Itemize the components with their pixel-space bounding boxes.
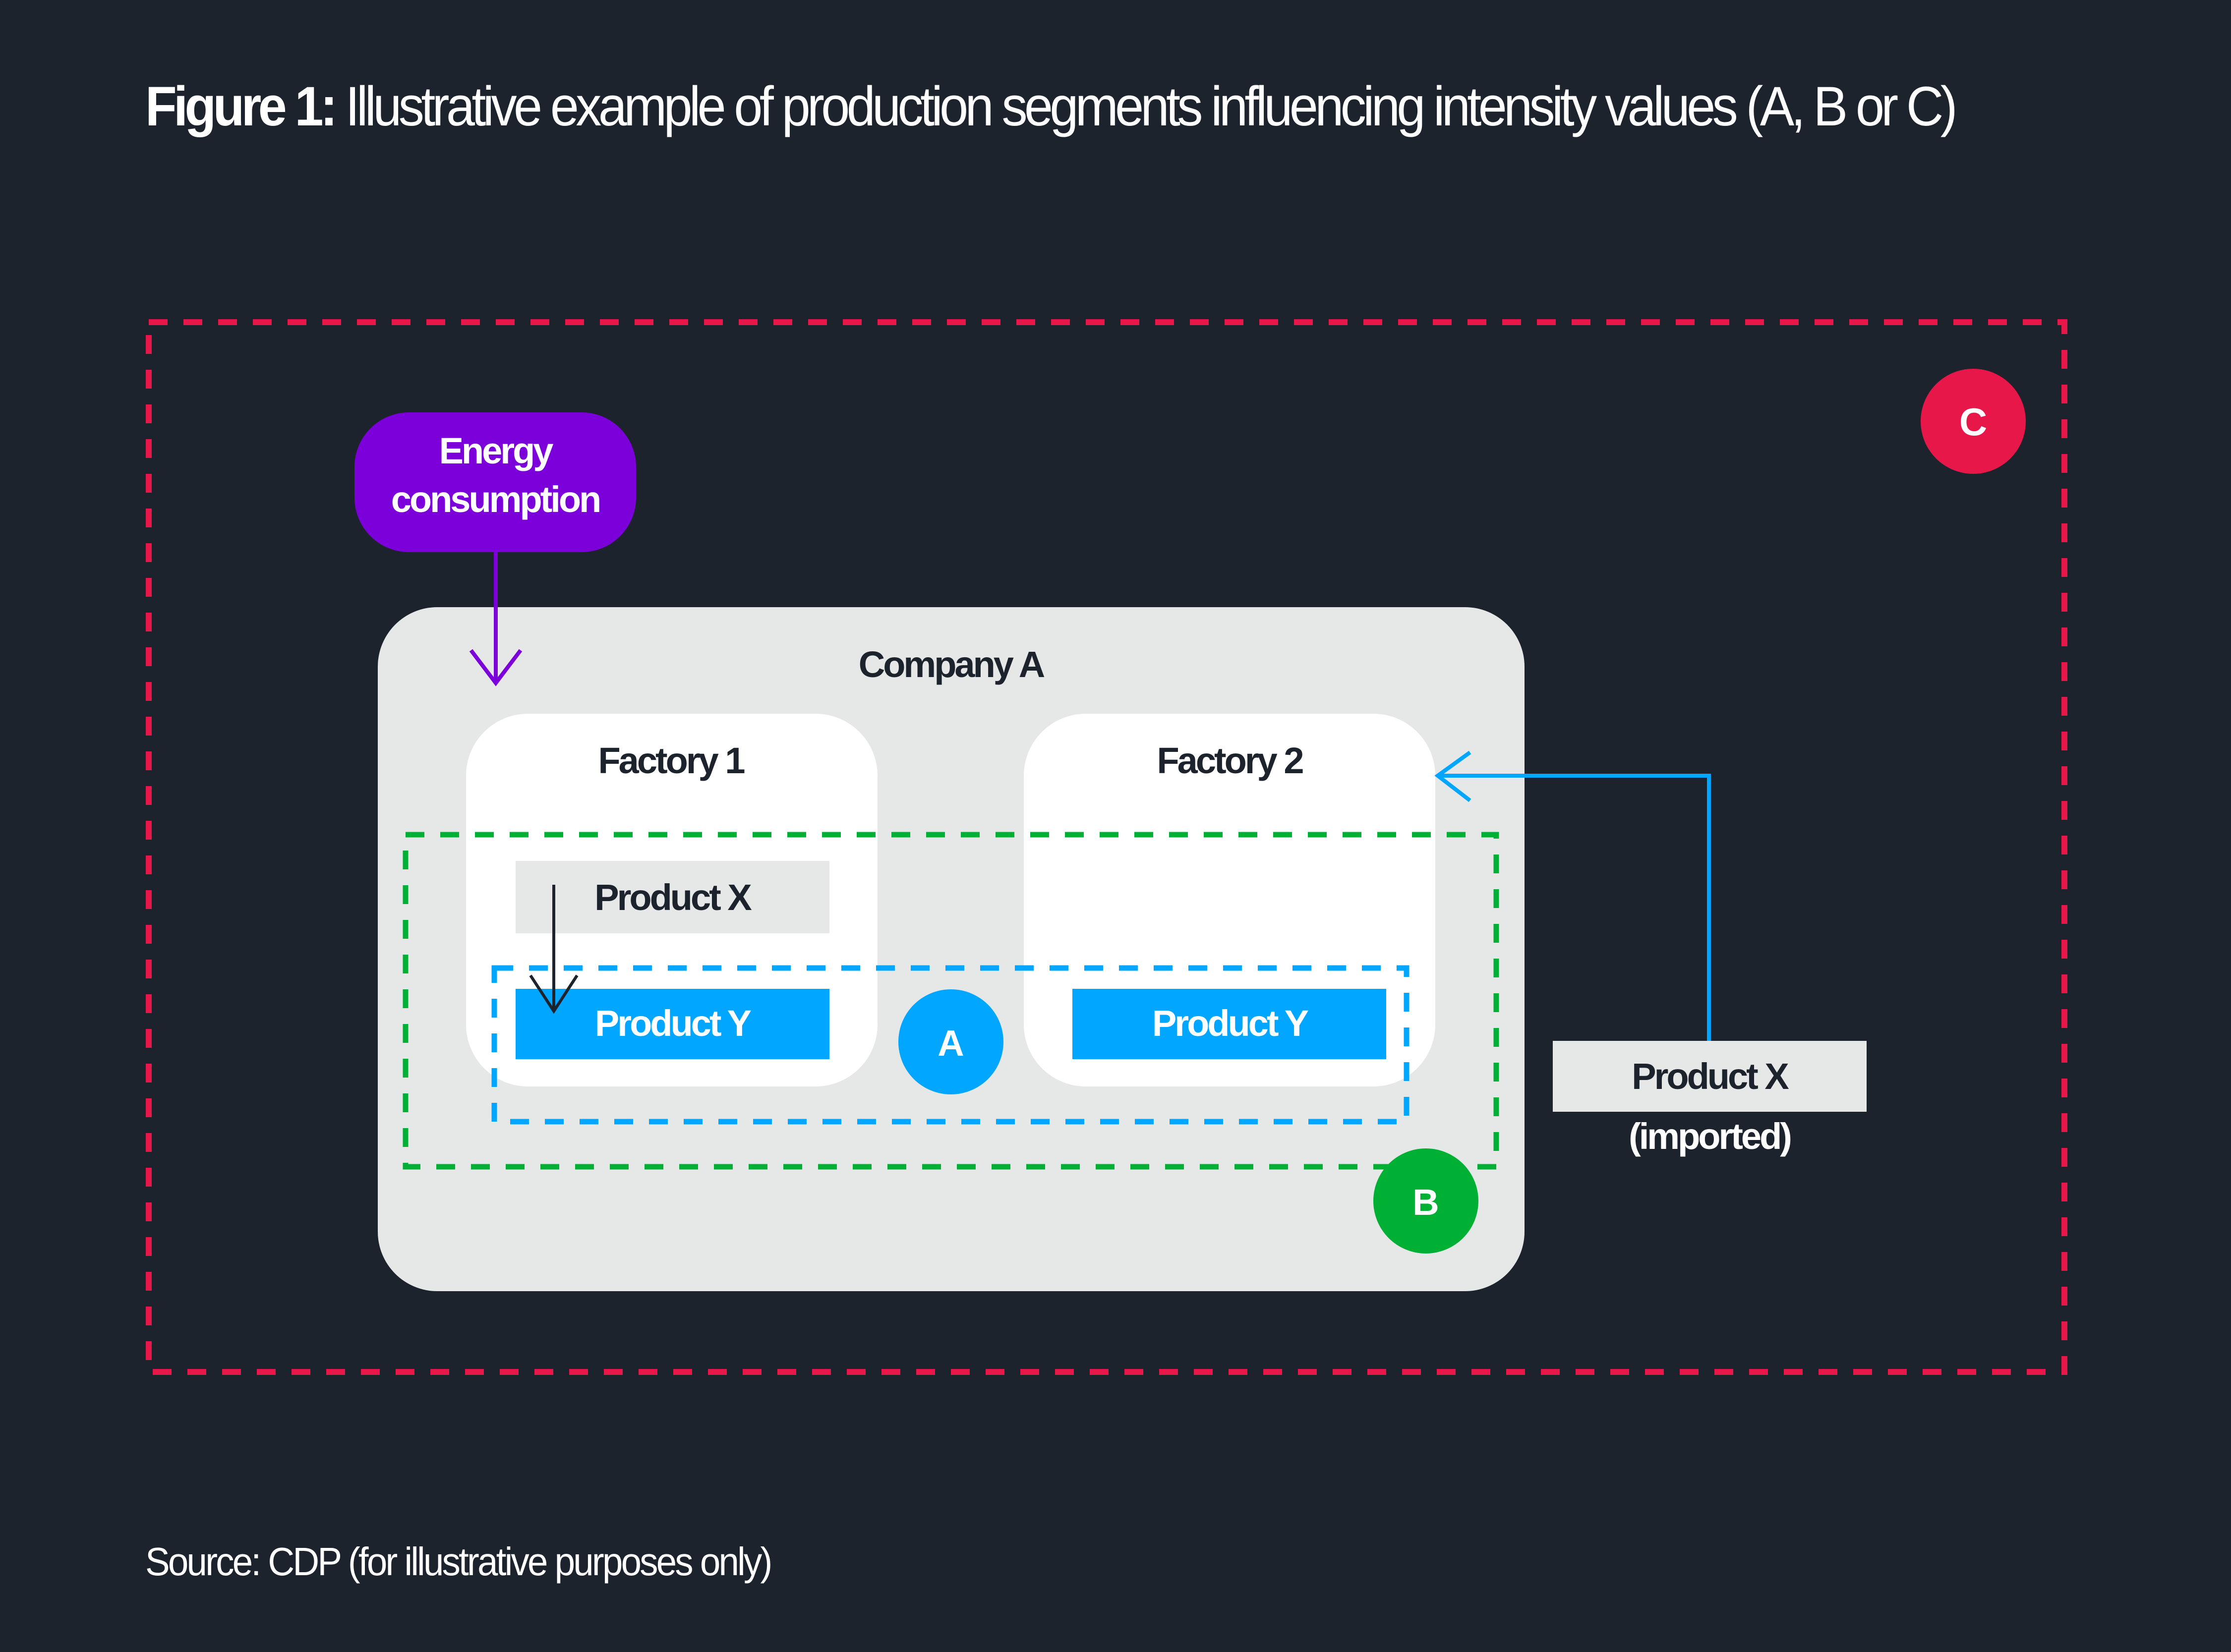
conversion-arrow [529,885,579,1014]
energy-label-line2: consumption [391,479,600,520]
energy-consumption-node [354,412,636,552]
badge-a-label: A [938,1023,964,1064]
energy-label-line1: Energy [439,430,554,471]
boundary-a [491,965,1409,1125]
figure-title: Figure 1: Illustrative example of produc… [145,74,1958,138]
badge-b [1373,1148,1478,1253]
boundary-b [403,832,1499,1170]
company-a-label: Company A [859,644,1045,685]
factory-1-product-y [516,989,829,1059]
factory-2-label: Factory 2 [1157,740,1303,781]
boundary-c [146,319,2067,1375]
imported-product-x-label: Product X [1632,1056,1789,1097]
badge-b-label: B [1412,1182,1439,1223]
badge-a [898,989,1003,1094]
energy-arrow [469,552,523,686]
badge-c [1921,369,2026,474]
import-arrow [1434,750,1711,1041]
factory-2-product-y [1072,989,1386,1059]
factory-1-product-x [516,861,829,933]
factory-2-product-y-label: Product Y [1152,1003,1309,1044]
badge-c-label: C [1959,400,1987,444]
imported-note: (imported) [1629,1116,1790,1157]
source-note: Source: CDP (for illustrative purposes o… [145,1539,772,1584]
figure-title-prefix: Figure 1: [145,75,338,137]
factory-1-product-y-label: Product Y [595,1003,752,1044]
factory-1-product-x-label: Product X [594,877,752,918]
imported-product-x [1553,1041,1867,1112]
factory-1-label: Factory 1 [598,740,745,781]
figure-title-text: Illustrative example of production segme… [345,75,1958,137]
